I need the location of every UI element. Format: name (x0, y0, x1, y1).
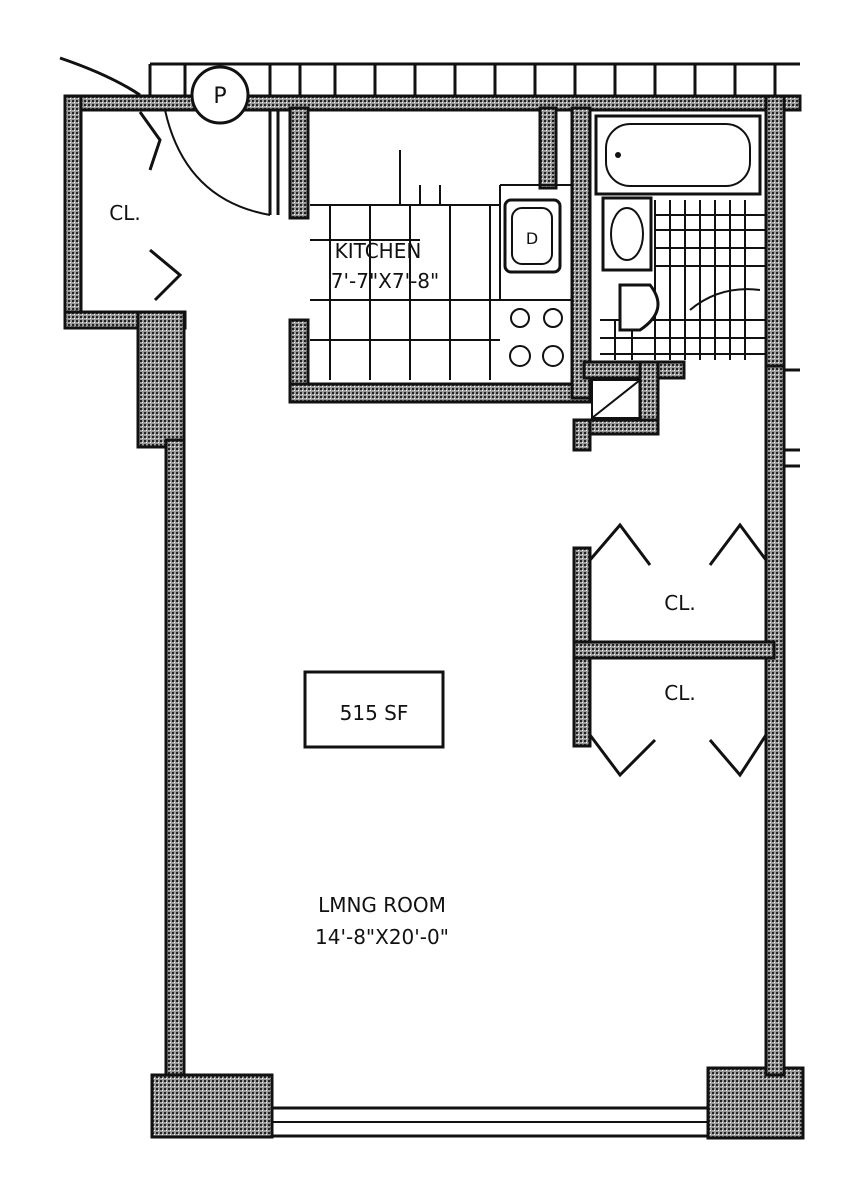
exterior-walls (63, 94, 805, 1140)
bathtub (594, 114, 762, 196)
bathroom-walls (572, 360, 686, 452)
kitchen-floor-grid (310, 150, 572, 380)
sink-label: D (526, 229, 538, 248)
terrace-railing (59, 56, 800, 98)
area-box: 515 SF (303, 670, 445, 749)
living-room-dimensions: 14'-8"X20'-0" (315, 925, 449, 949)
kitchen-dimensions: 7'-7"X7'-8" (331, 269, 439, 293)
linen-cabinet (591, 379, 641, 419)
right-closets (572, 522, 776, 778)
entry-closet-doors (138, 111, 183, 302)
closet-upper-label: CL. (664, 591, 695, 615)
pillar-symbol: P (190, 65, 250, 125)
entry-closet-label: CL. (109, 201, 140, 225)
pillar-label: P (213, 84, 226, 109)
living-room-label: LMNG ROOM (318, 893, 446, 917)
kitchen-label: KITCHEN (335, 239, 422, 263)
kitchen-sink: D (503, 198, 562, 274)
toilet (618, 283, 660, 332)
entry-door (164, 109, 280, 216)
stove (509, 308, 564, 367)
kitchen-walls (288, 106, 592, 404)
bathroom-sink (601, 196, 653, 272)
closet-lower-label: CL. (664, 681, 695, 705)
bathroom-floor-grid (600, 200, 766, 360)
area-label: 515 SF (340, 701, 409, 725)
